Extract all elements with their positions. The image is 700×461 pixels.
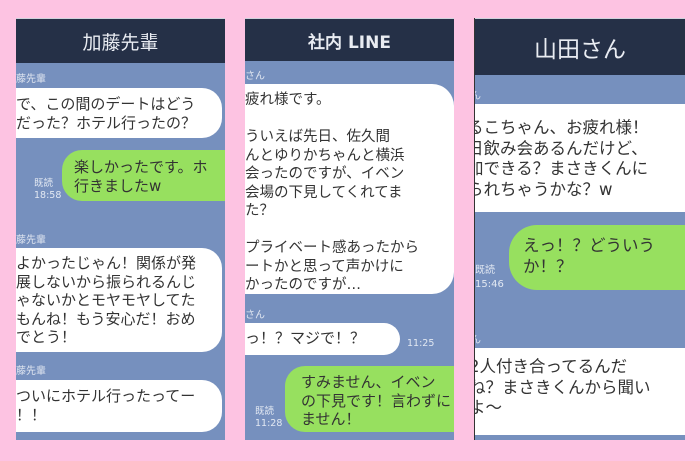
message-line: 疲れ様です。 xyxy=(245,92,331,108)
message-line: 会場の下見してくれてま xyxy=(245,184,403,201)
sender-name: ん xyxy=(475,331,481,346)
message-line: かったのですが… xyxy=(245,277,361,293)
sender-name: 藤先輩 xyxy=(16,74,46,85)
incoming-message: っ！？マジで！？ xyxy=(245,323,400,355)
chat-title: 加藤先輩 xyxy=(82,31,159,54)
incoming-message: よかったじゃん！関係が発 展しないから振られるんじ ゃないかとモヤモヤしてた も… xyxy=(16,248,222,352)
message-line: 既読 xyxy=(475,265,495,276)
message-line: 行きましたw xyxy=(74,176,162,195)
chat-screen-company-line: 社内 LINE さん 疲れ様です。 ういえば先日、佐久間 んとゆりかちゃんと横浜… xyxy=(245,18,454,440)
message-line: えっ！？どういう xyxy=(523,236,655,255)
message-line: ついにホテル行ったってー xyxy=(16,387,196,405)
message-line: ！！ xyxy=(16,405,47,424)
message-line: 既読 xyxy=(34,178,54,189)
message-line: もんね！もう安心だ！おめ xyxy=(16,309,196,328)
sender-name: さん xyxy=(245,71,265,82)
message-line xyxy=(245,221,454,240)
message-line: た？ xyxy=(245,203,274,219)
chat-header: 山田さん xyxy=(475,18,685,75)
message-line: か！？ xyxy=(523,256,573,276)
message-line: ートかと思って声かけに xyxy=(245,258,404,275)
sender-name: さん xyxy=(245,310,265,321)
message-time: 11:25 xyxy=(407,338,435,349)
chat-screen-yamada: 山田さん ん るこちゃん、お疲れ様！ 日飲み会あるんだけど、 加できる？まさきく… xyxy=(474,18,685,440)
message-line: で、この間のデートはどう xyxy=(16,95,196,113)
message-line: ゃないかとモヤモヤしてた xyxy=(16,291,196,309)
message-line: 展しないから振られるんじ xyxy=(16,272,197,291)
incoming-message: ついにホテル行ったってー ！！ xyxy=(16,380,222,432)
message-line: っ！？マジで！？ xyxy=(245,329,366,347)
incoming-message: 2人付き合ってるんだ ね？まさきくんから聞い よ〜 xyxy=(475,348,685,435)
sender-name: 藤先輩 xyxy=(16,235,46,246)
read-receipt: 既読 15:46 xyxy=(475,264,504,292)
message-line: ういえば先日、佐久間 xyxy=(245,129,390,145)
sender-name: 藤先輩 xyxy=(16,366,46,377)
message-time: 11:28 xyxy=(255,418,283,429)
message-line: プライベート感あったから xyxy=(245,240,419,256)
outgoing-message: えっ！？どういう か！？ xyxy=(509,225,685,290)
message-line: 既読 xyxy=(255,406,275,417)
message-line: よかったじゃん！関係が発 xyxy=(16,254,197,272)
incoming-message: るこちゃん、お疲れ様！ 日飲み会あるんだけど、 加できる？まさきくんに られちゃ… xyxy=(475,104,685,212)
message-line: 加できる？まさきくんに xyxy=(475,159,649,178)
message-line: ね？まさきくんから聞い xyxy=(475,377,651,397)
message-line: ません！ xyxy=(301,410,361,428)
message-line: 会ったのですが、イベン xyxy=(245,166,405,182)
chat-header: 加藤先輩 xyxy=(16,18,225,63)
message-line: すみません、イベン xyxy=(301,373,436,391)
message-line: よ〜 xyxy=(475,398,502,417)
message-line: 日飲み会あるんだけど、 xyxy=(475,138,648,158)
message-line: られちゃうかな？w xyxy=(475,179,613,199)
message-line: の下見です！言わずに xyxy=(301,391,452,410)
message-line: だった？ホテル行ったの？ xyxy=(16,113,197,132)
outgoing-message: 楽しかったです。ホ 行きましたw xyxy=(62,150,225,201)
message-time: 18:58 xyxy=(34,190,62,201)
chat-title: 山田さん xyxy=(534,37,626,63)
message-line xyxy=(245,110,454,129)
incoming-message: で、この間のデートはどう だった？ホテル行ったの？ xyxy=(16,88,222,138)
chat-title: 社内 LINE xyxy=(308,32,391,53)
message-line: るこちゃん、お疲れ様！ xyxy=(475,118,649,137)
message-line: 楽しかったです。ホ xyxy=(74,158,208,176)
message-line: 2人付き合ってるんだ xyxy=(475,357,628,376)
sender-name: ん xyxy=(475,87,481,102)
incoming-message: 疲れ様です。 ういえば先日、佐久間 んとゆりかちゃんと横浜 会ったのですが、イベ… xyxy=(245,84,454,294)
message-line: んとゆりかちゃんと横浜 xyxy=(245,147,405,164)
message-line: でとう！ xyxy=(16,328,77,346)
chat-header: 社内 LINE xyxy=(245,18,454,61)
outgoing-message: すみません、イベン の下見です！言わずに ません！ xyxy=(285,366,454,432)
message-time: 15:46 xyxy=(475,279,504,290)
